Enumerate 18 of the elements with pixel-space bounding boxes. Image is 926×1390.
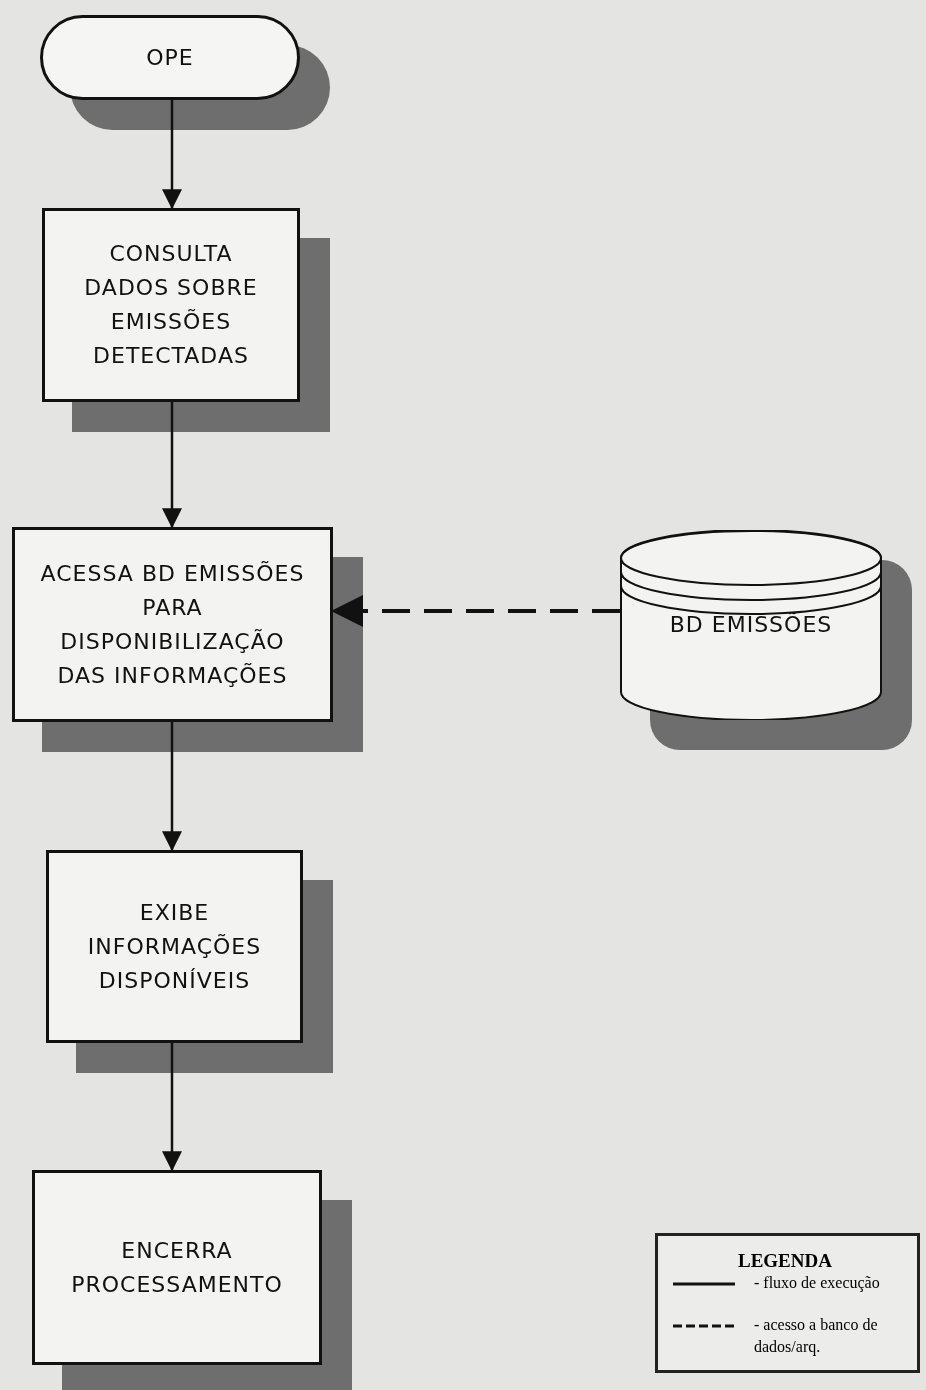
node-label: ACESSA BD EMISSÕES PARA DISPONIBILIZAÇÃO DAS INFORMAÇÕES [40, 559, 305, 690]
legend-title: LEGENDA [738, 1250, 832, 1272]
arrow [162, 100, 182, 210]
arrow [331, 595, 620, 627]
process-box [46, 850, 303, 1043]
legend-text: - acesso a banco de dados/arq. [754, 1315, 879, 1358]
process-box [42, 208, 300, 402]
node-label: EXIBE INFORMAÇÕES DISPONÍVEIS [86, 898, 263, 995]
process-box [12, 527, 333, 722]
legend-text: - fluxo de execução [754, 1273, 881, 1294]
node-label: CONSULTA DADOS SOBRE EMISSÕES DETECTADAS [83, 240, 259, 370]
arrow [162, 402, 182, 529]
node-label: ENCERRA PROCESSAMENTO [70, 1236, 284, 1299]
arrow [162, 1043, 182, 1172]
node-label: OPE [146, 43, 194, 72]
process-box [32, 1170, 322, 1365]
node-label: BD EMISSÕES [669, 611, 833, 639]
arrow [162, 722, 182, 852]
